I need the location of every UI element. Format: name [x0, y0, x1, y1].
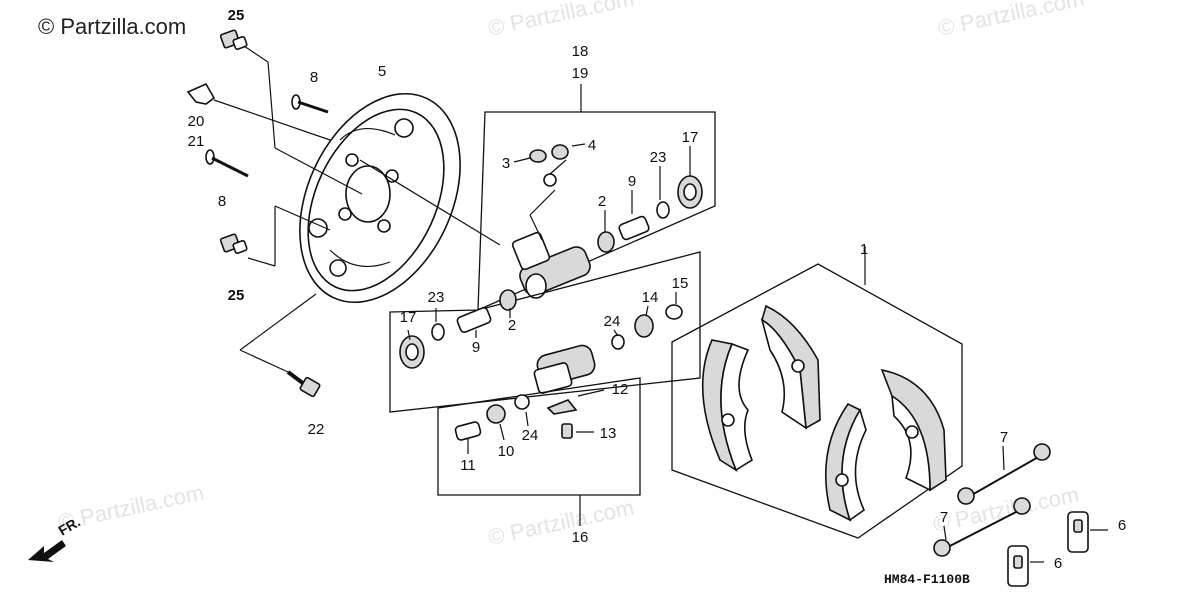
- boot-17-upper-icon: [677, 175, 703, 209]
- label-25-bottom: 25: [228, 287, 245, 304]
- watermark-top-center: © Partzilla.com: [486, 0, 636, 41]
- bolt-25-top-icon: [219, 29, 248, 50]
- label-19: 19: [572, 65, 589, 82]
- frame-16: [437, 377, 641, 496]
- brake-panel-illustration: [299, 92, 461, 304]
- spring-7-bottom-icon: [933, 497, 1031, 557]
- clip-6-right-icon: [1067, 511, 1108, 553]
- stud-21-icon: [205, 149, 249, 178]
- leader-lines-lower: [467, 389, 605, 526]
- label-25-top: 25: [228, 7, 245, 24]
- clip-6-bottom-icon: [1007, 545, 1044, 587]
- clip-20-icon: [186, 82, 216, 105]
- label-24-b: 24: [522, 427, 539, 444]
- label-23-left: 23: [428, 289, 445, 306]
- spring-7-top-icon: [957, 443, 1051, 505]
- frame-1: [671, 246, 963, 539]
- frame-18-19: [477, 111, 716, 312]
- label-23-top: 23: [650, 149, 667, 166]
- bolt-22-icon: [286, 370, 321, 398]
- label-12: 12: [612, 381, 629, 398]
- label-6-bottom: 6: [1054, 555, 1062, 572]
- label-24-a: 24: [604, 313, 621, 330]
- bolt-25-bottom-icon: [219, 233, 248, 254]
- label-11: 11: [460, 457, 476, 474]
- label-1: 1: [860, 241, 868, 258]
- seal-2-upper-icon: [597, 231, 615, 253]
- bleeder-parts-lower-icon: [454, 394, 578, 441]
- label-7-top: 7: [1000, 429, 1008, 446]
- wheel-cylinder-lower-parts-icon: [399, 289, 683, 394]
- label-2-left: 2: [508, 317, 516, 334]
- watermark-top-right: © Partzilla.com: [936, 0, 1086, 41]
- part-number-labels: 25 25 8 8 5 20 21 22 18 19 4 3 17 23 9 2…: [188, 7, 1127, 572]
- watermark-top-left: © Partzilla.com: [38, 14, 186, 39]
- label-13: 13: [600, 425, 617, 442]
- label-5: 5: [378, 63, 386, 80]
- label-22: 22: [308, 421, 325, 438]
- leader-lines-middle: [407, 292, 677, 341]
- label-2-top: 2: [598, 193, 606, 210]
- label-9-left: 9: [472, 339, 480, 356]
- leader-lines-left: [213, 45, 501, 373]
- label-4: 4: [588, 137, 596, 154]
- label-3: 3: [502, 155, 510, 172]
- ring-23-upper-icon: [656, 201, 670, 219]
- front-direction-marker: FR.: [28, 513, 83, 562]
- label-21: 21: [188, 133, 205, 150]
- label-16: 16: [572, 529, 589, 546]
- label-20: 20: [188, 113, 205, 130]
- bleeder-parts-upper-icon: [529, 144, 569, 187]
- label-15: 15: [672, 275, 689, 292]
- label-10: 10: [498, 443, 515, 460]
- watermark-bottom-right: © Partzilla.com: [931, 482, 1081, 537]
- stud-8-top-icon: [291, 94, 329, 114]
- leader-lines-upper: [513, 84, 691, 232]
- label-14: 14: [642, 289, 659, 306]
- label-18: 18: [572, 43, 589, 60]
- label-9-top: 9: [628, 173, 636, 190]
- label-7-bottom: 7: [940, 509, 948, 526]
- label-17-left: 17: [400, 309, 417, 326]
- label-17-top: 17: [682, 129, 699, 146]
- wheel-cylinder-upper-icon: [511, 189, 591, 299]
- label-8-bottom: 8: [218, 193, 226, 210]
- label-6-right: 6: [1118, 517, 1126, 534]
- watermark-bottom-center: © Partzilla.com: [486, 495, 636, 550]
- label-8-top: 8: [310, 69, 318, 86]
- diagram-code: HM84-F1100B: [884, 572, 970, 587]
- piston-9-upper-icon: [618, 215, 650, 241]
- frame-middle-left: [389, 251, 701, 413]
- brake-shoes-icon: [701, 304, 947, 522]
